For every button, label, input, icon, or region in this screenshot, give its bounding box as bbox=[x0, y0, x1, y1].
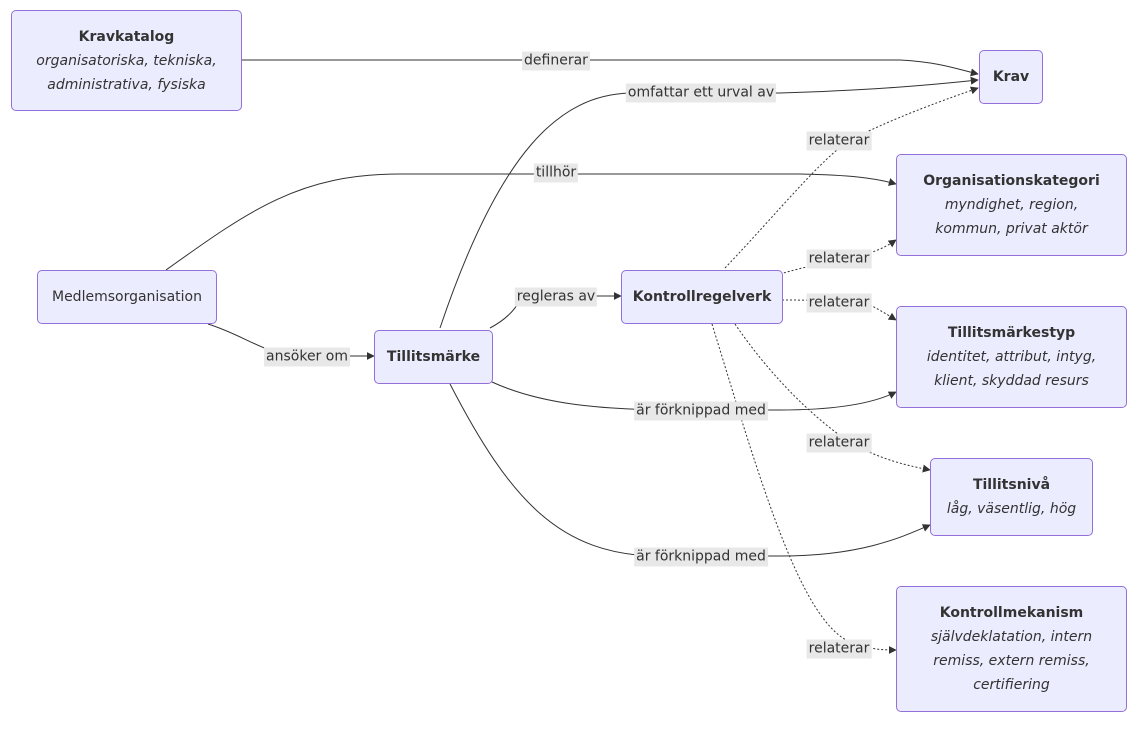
node-kontrollmekanism-sub3: certifiering bbox=[973, 677, 1050, 693]
node-kontrollmekanism-sub2: remiss, extern remiss, bbox=[933, 653, 1090, 669]
node-kravkatalog: Kravkatalog organisatoriska, tekniska, a… bbox=[11, 10, 242, 111]
node-kontrollmekanism: Kontrollmekanism självdeklatation, inter… bbox=[896, 586, 1127, 712]
label-regleras: regleras av bbox=[514, 287, 598, 307]
node-tillitsniva: Tillitsnivå låg, väsentlig, hög bbox=[930, 458, 1093, 536]
edge-kontroll-niva bbox=[734, 323, 931, 473]
node-tillitsniva-title: Tillitsnivå bbox=[972, 477, 1051, 493]
edge-medlem-orgkategori bbox=[165, 173, 897, 271]
node-tillitsmarkestyp-sub1: identitet, attribut, intyg, bbox=[926, 349, 1097, 365]
node-kravkatalog-sub2: administrativa, fysiska bbox=[47, 76, 206, 93]
node-organisationskategori-sub1: myndighet, region, bbox=[944, 197, 1079, 213]
node-kontrollregelverk: Kontrollregelverk bbox=[621, 270, 783, 324]
node-kontrollregelverk-title: Kontrollregelverk bbox=[632, 289, 772, 305]
label-relaterar-typ: relaterar bbox=[806, 293, 872, 313]
node-organisationskategori-title: Organisationskategori bbox=[923, 173, 1100, 189]
label-relaterar-mek: relaterar bbox=[806, 639, 872, 659]
node-tillitsmarke-title: Tillitsmärke bbox=[386, 349, 481, 365]
label-relaterar-niva: relaterar bbox=[806, 433, 872, 453]
label-definerar: definerar bbox=[522, 51, 590, 71]
label-ansoker: ansöker om bbox=[264, 347, 350, 367]
edge-tillitsmarke-krav bbox=[439, 76, 979, 329]
node-kravkatalog-title: Kravkatalog bbox=[78, 28, 175, 45]
node-kontrollmekanism-title: Kontrollmekanism bbox=[939, 605, 1084, 621]
node-medlemsorganisation-title: Medlemsorganisation bbox=[51, 289, 202, 305]
node-tillitsmarkestyp-title: Tillitsmärkestyp bbox=[947, 325, 1076, 341]
label-relaterar-org: relaterar bbox=[806, 249, 872, 269]
label-forknippad-typ: är förknippad med bbox=[634, 401, 768, 421]
label-omfattar: omfattar ett urval av bbox=[625, 83, 777, 103]
edge-kravkatalog-krav bbox=[242, 59, 979, 77]
node-organisationskategori: Organisationskategori myndighet, region,… bbox=[896, 154, 1127, 256]
node-tillitsmarkestyp: Tillitsmärkestyp identitet, attribut, in… bbox=[896, 306, 1127, 408]
node-krav: Krav bbox=[979, 50, 1043, 104]
edge-kontroll-krav bbox=[724, 86, 979, 269]
label-relaterar-krav: relaterar bbox=[806, 131, 872, 151]
label-forknippad-niva: är förknippad med bbox=[634, 547, 768, 567]
label-tillhor: tillhör bbox=[533, 163, 579, 183]
node-medlemsorganisation: Medlemsorganisation bbox=[37, 270, 217, 324]
node-tillitsniva-sub1: låg, väsentlig, hög bbox=[946, 501, 1077, 517]
node-krav-title: Krav bbox=[992, 69, 1030, 85]
node-tillitsmarkestyp-sub2: klient, skyddad resurs bbox=[934, 373, 1089, 389]
node-tillitsmarke: Tillitsmärke bbox=[374, 330, 493, 384]
edge-kontroll-mekanism bbox=[711, 323, 897, 654]
node-kravkatalog-sub1: organisatoriska, tekniska, bbox=[36, 52, 217, 69]
node-organisationskategori-sub2: kommun, privat aktör bbox=[935, 221, 1088, 237]
node-kontrollmekanism-sub1: självdeklatation, intern bbox=[930, 629, 1093, 645]
